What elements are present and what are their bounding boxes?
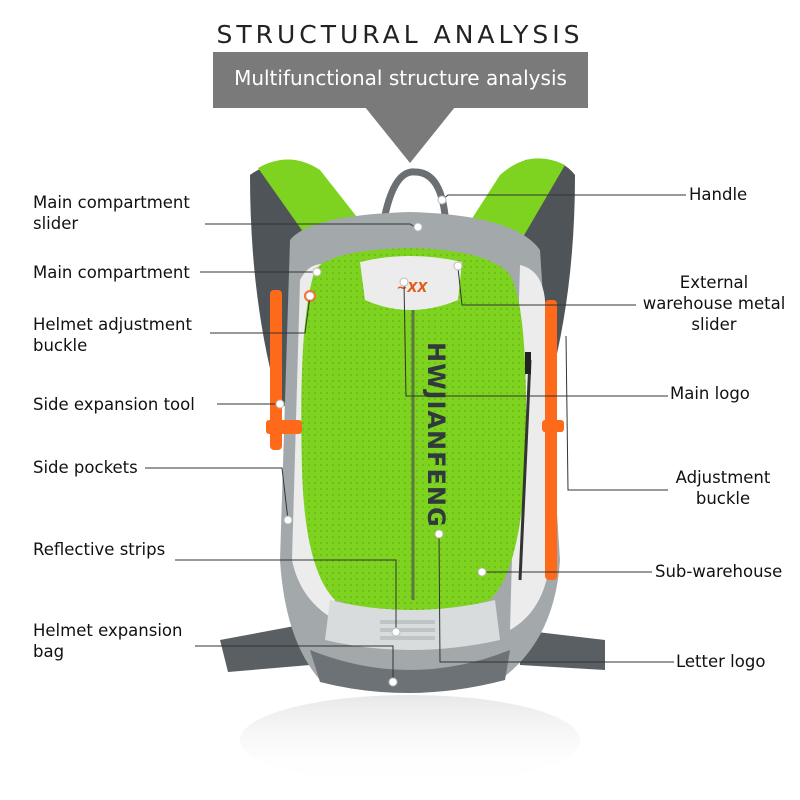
orange-side-strap-left xyxy=(270,290,282,450)
label-line: buckle xyxy=(695,489,751,508)
label-line: Handle xyxy=(689,185,748,204)
label-line: Side expansion tool xyxy=(33,395,195,414)
label-line: slider xyxy=(33,214,79,233)
dot-helmet-adjustment-buckle xyxy=(305,291,315,301)
page-title: STRUCTURAL ANALYSIS xyxy=(216,20,584,49)
handle-loop xyxy=(381,168,449,216)
label-line: Sub-warehouse xyxy=(655,562,783,581)
top-logo-patch xyxy=(360,256,462,310)
callout-dots xyxy=(275,195,487,687)
zipper-pull xyxy=(525,352,531,374)
helmet-buckle-icon xyxy=(304,290,316,302)
subtitle-banner: Multifunctional structure analysis xyxy=(213,52,588,108)
dot-handle xyxy=(437,195,447,205)
letter-logo-text: HWJIANFENG xyxy=(422,342,450,528)
label-line: Main compartment xyxy=(33,263,190,282)
hip-belt-right xyxy=(520,630,605,670)
floor-reflection xyxy=(240,695,580,785)
label-side-expansion-tool: Side expansion tool xyxy=(33,394,195,415)
reflective-strip-2 xyxy=(380,628,435,632)
label-line: Main logo xyxy=(670,384,750,403)
label-line: Letter logo xyxy=(676,652,766,671)
dot-reflective-strips xyxy=(391,627,401,637)
dot-side-pockets xyxy=(283,515,293,525)
leader-side-pockets xyxy=(145,467,289,521)
bottom-panel xyxy=(325,600,500,650)
label-main-compartment: Main compartment xyxy=(33,262,190,283)
leader-reflective-strips xyxy=(175,559,397,632)
label-helmet-adjustment-buckle: Helmet adjustment buckle xyxy=(33,314,192,356)
dot-side-expansion-tool xyxy=(275,399,285,409)
label-line: warehouse metal xyxy=(642,294,786,313)
label-external-warehouse-metal-slider: External warehouse metal slider xyxy=(636,272,792,335)
dot-sub-warehouse xyxy=(477,567,487,577)
dot-main-compartment xyxy=(312,267,322,277)
label-line: Helmet adjustment xyxy=(33,315,192,334)
reflective-strip-1 xyxy=(380,620,435,624)
label-reflective-strips: Reflective strips xyxy=(33,539,165,560)
label-line: slider xyxy=(691,315,737,334)
label-line: External xyxy=(679,273,749,292)
label-line: Adjustment xyxy=(675,468,771,487)
leader-helmet-expansion-bag xyxy=(195,645,394,682)
side-expansion-orange-tab xyxy=(266,420,302,434)
dot-letter-logo xyxy=(434,529,444,539)
leader-main-logo xyxy=(403,281,668,397)
hip-belt-left xyxy=(220,625,310,672)
label-line: Side pockets xyxy=(33,458,138,477)
label-handle: Handle xyxy=(689,184,747,205)
helmet-expansion-bag-shape xyxy=(310,650,510,694)
label-line: Main compartment xyxy=(33,193,190,212)
leader-lines xyxy=(145,194,686,682)
reflective-strip-3 xyxy=(380,636,435,640)
label-letter-logo: Letter logo xyxy=(676,651,765,672)
leader-main-compartment-slider xyxy=(205,223,416,228)
label-adjustment-buckle: Adjustment buckle xyxy=(670,467,776,509)
orange-side-strap-right xyxy=(545,300,557,580)
label-helmet-expansion-bag: Helmet expansion bag xyxy=(33,620,182,662)
leader-letter-logo xyxy=(438,533,674,663)
leader-external-slider xyxy=(457,267,636,306)
dot-main-logo xyxy=(399,277,409,287)
dot-external-slider xyxy=(453,261,463,271)
label-line: buckle xyxy=(33,336,88,355)
label-side-pockets: Side pockets xyxy=(33,457,138,478)
sub-warehouse-zipper xyxy=(518,359,532,581)
label-main-logo: Main logo xyxy=(670,383,750,404)
adjustment-buckle-tab xyxy=(542,420,564,432)
leader-adjustment-buckle xyxy=(565,335,668,491)
dot-helmet-expansion-bag xyxy=(388,677,398,687)
label-line: Reflective strips xyxy=(33,540,166,559)
dot-main-compartment-slider xyxy=(413,222,423,232)
label-line: Helmet expansion xyxy=(33,621,183,640)
label-main-compartment-slider: Main compartment slider xyxy=(33,192,190,234)
label-line: bag xyxy=(33,642,65,661)
banner-pointer-arrow xyxy=(365,107,455,163)
leader-helmet-adjustment-buckle xyxy=(210,295,311,334)
label-sub-warehouse: Sub-warehouse xyxy=(655,561,782,582)
